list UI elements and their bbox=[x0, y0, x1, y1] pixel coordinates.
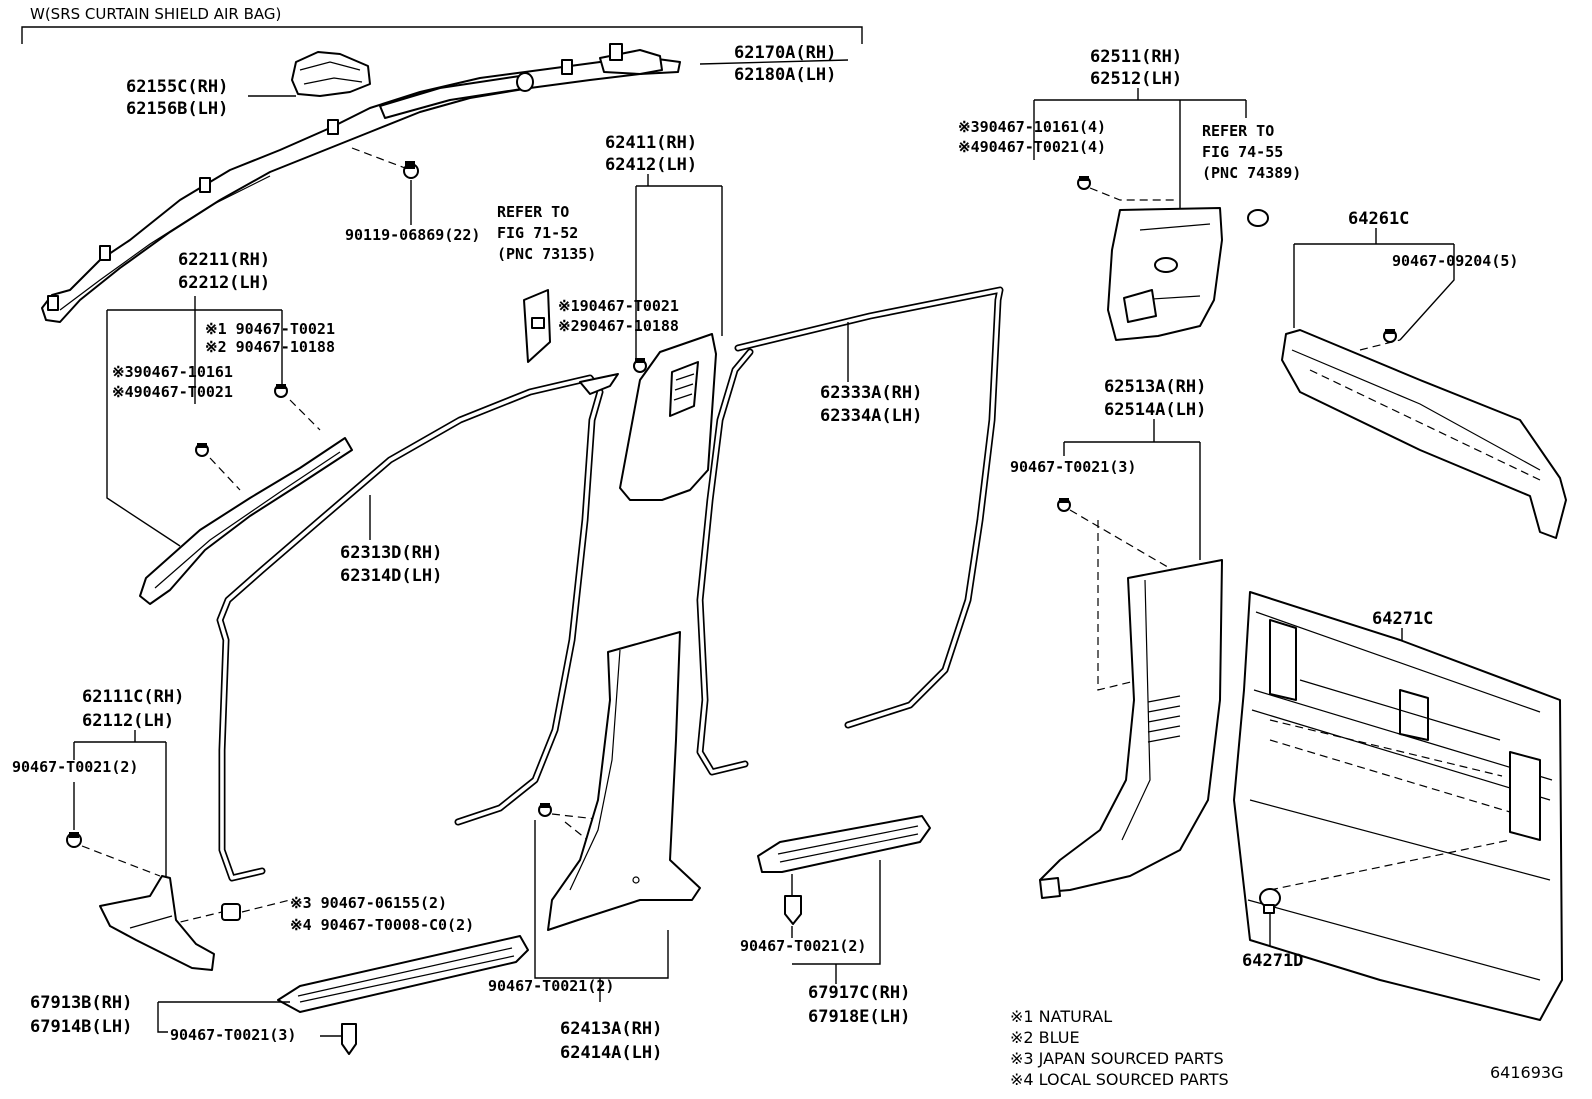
center-pillar-lower-garnish-part bbox=[547, 631, 701, 931]
quarter-upper-rh-label: 62511(RH) bbox=[1090, 47, 1182, 67]
cowl-side-trim-part bbox=[99, 875, 215, 971]
legend-item: ※1 NATURAL bbox=[1010, 1007, 1112, 1026]
clip-icon bbox=[633, 358, 647, 373]
clip-icon bbox=[1383, 329, 1397, 343]
clip-icon bbox=[784, 895, 802, 925]
cowl-rh-label: 62111C(RH) bbox=[82, 687, 184, 707]
quarter-upper-lh-label: 62512(LH) bbox=[1090, 69, 1182, 89]
quarter-lower-trim-part bbox=[1039, 559, 1223, 899]
center-pillar-lh-label: 62414A(LH) bbox=[560, 1043, 662, 1063]
refer-74-line2: FIG 74-55 bbox=[1202, 143, 1283, 161]
refer-71-line2: FIG 71-52 bbox=[497, 224, 578, 242]
scuff-front-clip-label: 90467-T0021(3) bbox=[170, 1026, 296, 1044]
cowl-lh-label: 62112(LH) bbox=[82, 711, 174, 731]
pillar-clip-a-label: ※190467-T0021 bbox=[558, 297, 679, 315]
fp-clip-2-label: ※2 90467-10188 bbox=[205, 338, 335, 356]
quarter-lower-rh-label: 62513A(RH) bbox=[1104, 377, 1206, 397]
bolt-90119-label: 90119-06869(22) bbox=[345, 226, 480, 244]
airbag-group-bracket bbox=[21, 26, 863, 44]
front-weatherstrip-rh-label: 62313D(RH) bbox=[340, 543, 442, 563]
nut-4-label: ※4 90467-T0008-C0(2) bbox=[290, 916, 474, 934]
airbag-bracket-part bbox=[291, 51, 371, 97]
clip-icon bbox=[1057, 498, 1071, 512]
q-clip-4-label: ※490467-T0021(4) bbox=[958, 138, 1106, 156]
legend-item: ※2 BLUE bbox=[1010, 1028, 1080, 1047]
nut-3-label: ※3 90467-06155(2) bbox=[290, 894, 447, 912]
airbag-condition-header: W(SRS CURTAIN SHIELD AIR BAG) bbox=[30, 5, 281, 23]
clip-icon bbox=[195, 443, 209, 457]
pillar-upper-rh-label: 62411(RH) bbox=[605, 133, 697, 153]
legend: ※1 NATURAL ※2 BLUE ※3 JAPAN SOURCED PART… bbox=[1010, 1007, 1229, 1089]
nut-icon bbox=[221, 903, 241, 921]
cowl-clip-label: 90467-T0021(2) bbox=[12, 758, 138, 776]
scuff-rear-rh-label: 67917C(RH) bbox=[808, 983, 910, 1003]
front-pillar-garnish-part bbox=[139, 437, 353, 605]
refer-74-line3: (PNC 74389) bbox=[1202, 164, 1301, 182]
rear-scuff-plate-part bbox=[757, 815, 931, 873]
airbag-rh-label: 62170A(RH) bbox=[734, 43, 836, 63]
clip-icon bbox=[1259, 888, 1281, 914]
side-panel-label: 64261C bbox=[1348, 209, 1409, 229]
bracket-rh-label: 62155C(RH) bbox=[126, 77, 228, 97]
front-weatherstrip-lh-label: 62314D(LH) bbox=[340, 566, 442, 586]
back-clip-label: 64271D bbox=[1242, 951, 1303, 971]
rear-weatherstrip-lh-label: 62334A(LH) bbox=[820, 406, 922, 426]
seatbelt-cover-part bbox=[523, 289, 551, 363]
clip-icon bbox=[538, 803, 552, 817]
center-pillar-clip-label: 90467-T0021(2) bbox=[488, 977, 614, 995]
scuff-rear-lh-label: 67918E(LH) bbox=[808, 1007, 910, 1027]
rear-weatherstrip-rh-label: 62333A(RH) bbox=[820, 383, 922, 403]
pillar-upper-lh-label: 62412(LH) bbox=[605, 155, 697, 175]
refer-74-line1: REFER TO bbox=[1202, 122, 1274, 140]
refer-71-line3: (PNC 73135) bbox=[497, 245, 596, 263]
bolt-icon bbox=[403, 161, 419, 179]
pillar-clip-b-label: ※290467-10188 bbox=[558, 317, 679, 335]
scuff-front-lh-label: 67914B(LH) bbox=[30, 1017, 132, 1037]
back-trim-panel-part bbox=[1233, 591, 1563, 1021]
rear-door-weatherstrip-part bbox=[696, 286, 1004, 776]
cap-part bbox=[1247, 209, 1269, 227]
clip-icon bbox=[341, 1023, 357, 1055]
front-pillar-lh-label: 62212(LH) bbox=[178, 273, 270, 293]
scuff-front-rh-label: 67913B(RH) bbox=[30, 993, 132, 1013]
refer-71-line1: REFER TO bbox=[497, 203, 569, 221]
airbag-lh-label: 62180A(LH) bbox=[734, 65, 836, 85]
fp-clip-3-label: ※390467-10161 bbox=[112, 363, 233, 381]
quarter-lower-lh-label: 62514A(LH) bbox=[1104, 400, 1206, 420]
ql-clip-label: 90467-T0021(3) bbox=[1010, 458, 1136, 476]
front-door-weatherstrip-part bbox=[216, 373, 619, 882]
bracket-lh-label: 62156B(LH) bbox=[126, 99, 228, 119]
front-pillar-rh-label: 62211(RH) bbox=[178, 250, 270, 270]
front-scuff-plate-part bbox=[277, 935, 529, 1013]
side-trim-panel-part bbox=[1281, 329, 1567, 539]
curtain-airbag-assembly bbox=[41, 43, 681, 323]
fp-clip-1-label: ※1 90467-T0021 bbox=[205, 320, 335, 338]
figure-id: 641693G bbox=[1490, 1063, 1563, 1082]
clip-icon bbox=[1077, 176, 1091, 190]
fp-clip-4-label: ※490467-T0021 bbox=[112, 383, 233, 401]
legend-item: ※3 JAPAN SOURCED PARTS bbox=[1010, 1049, 1224, 1068]
scuff-rear-clip-label: 90467-T0021(2) bbox=[740, 937, 866, 955]
side-clip-label: 90467-09204(5) bbox=[1392, 252, 1518, 270]
back-panel-label: 64271C bbox=[1372, 609, 1433, 629]
clip-icon bbox=[274, 384, 288, 398]
legend-item: ※4 LOCAL SOURCED PARTS bbox=[1010, 1070, 1229, 1089]
center-pillar-rh-label: 62413A(RH) bbox=[560, 1019, 662, 1039]
center-pillar-upper-garnish-part bbox=[619, 333, 717, 501]
q-clip-3-label: ※390467-10161(4) bbox=[958, 118, 1106, 136]
clip-icon bbox=[66, 832, 82, 848]
quarter-upper-trim-part bbox=[1107, 207, 1223, 341]
